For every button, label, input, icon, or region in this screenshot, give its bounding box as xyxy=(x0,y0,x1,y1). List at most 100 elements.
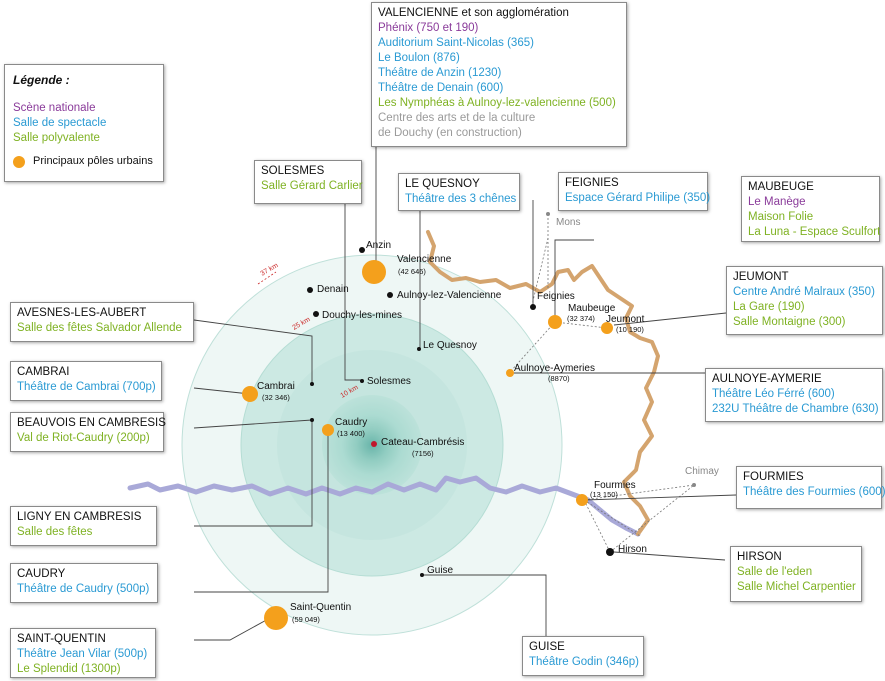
label-hirson: Hirson xyxy=(618,544,647,555)
urban-poles xyxy=(242,260,613,630)
box-title: CAMBRAI xyxy=(17,366,70,378)
box-maubeuge: MAUBEUGE Le Manège Maison Folie La Luna … xyxy=(741,176,880,242)
pole-aulnoye xyxy=(506,369,514,377)
box-feignies: FEIGNIES Espace Gérard Philipe (350) xyxy=(558,172,711,211)
label-maubeuge: Maubeuge xyxy=(568,303,616,314)
venue-item: Salle Montaigne (300) xyxy=(733,316,846,328)
box-title: LE QUESNOY xyxy=(405,178,480,190)
pole-cambrai xyxy=(242,386,258,402)
venue-item: Phénix (750 et 190) xyxy=(378,22,479,34)
box-cambrai: CAMBRAI Théâtre de Cambrai (700p) xyxy=(10,361,162,401)
pole-caudry xyxy=(322,424,334,436)
venue-item: de Douchy (en construction) xyxy=(378,127,522,139)
venue-item: Maison Folie xyxy=(748,211,814,223)
legend-salle-polyvalente: Salle polyvalente xyxy=(13,132,100,144)
label-aulnoy: Aulnoy-lez-Valencienne xyxy=(397,290,502,301)
label-cateau-pop: (7156) xyxy=(412,449,434,458)
label-fourmies: Fourmies xyxy=(594,480,636,491)
venue-item: Théâtre Godin (346p) xyxy=(529,656,639,668)
venue-item: Le Manège xyxy=(748,196,806,208)
venue-item: Auditorium Saint-Nicolas (365) xyxy=(378,37,534,49)
venue-item: Salle Michel Carpentier xyxy=(737,581,856,593)
venue-item: Le Boulon (876) xyxy=(378,52,460,64)
box-guise: GUISE Théâtre Godin (346p) xyxy=(522,636,644,676)
label-feignies: Feignies xyxy=(537,291,575,302)
pole-valencienne xyxy=(362,260,386,284)
venue-item: La Gare (190) xyxy=(733,301,805,313)
box-title: FOURMIES xyxy=(743,471,804,483)
box-title: FEIGNIES xyxy=(565,177,619,189)
dot-hirson xyxy=(606,548,614,556)
venue-item: La Luna - Espace Sculfort xyxy=(748,226,881,238)
label-cateau: Cateau-Cambrésis xyxy=(381,437,464,448)
venue-item: Espace Gérard Philipe (350) xyxy=(565,192,711,204)
label-douchy: Douchy-les-mines xyxy=(322,310,402,321)
pole-maubeuge xyxy=(548,315,562,329)
venue-item: Théâtre de Caudry (500p) xyxy=(17,583,150,595)
box-ligny: LIGNY EN CAMBRESIS Salle des fêtes xyxy=(10,506,157,546)
legend-pole-urbain: Principaux pôles urbains xyxy=(33,155,153,167)
box-title: HIRSON xyxy=(737,551,782,563)
legend-scene-nationale: Scène nationale xyxy=(13,102,96,114)
box-title: SAINT-QUENTIN xyxy=(17,633,106,645)
box-title: VALENCIENNE et son agglomération xyxy=(378,7,569,19)
label-mons: Mons xyxy=(556,217,580,228)
venue-item: Théâtre de Anzin (1230) xyxy=(378,67,502,79)
label-valencienne: Valencienne xyxy=(397,254,452,265)
distance-label-37: 37 km xyxy=(260,262,280,278)
venue-item: Théâtre Jean Vilar (500p) xyxy=(17,648,148,660)
dot-feignies xyxy=(530,304,536,310)
label-fourmies-pop: (13 150) xyxy=(590,490,618,499)
dot-solesmes xyxy=(360,379,364,383)
venue-item: Salle de l'eden xyxy=(737,566,813,578)
dot-douchy xyxy=(313,311,319,317)
label-guise: Guise xyxy=(427,565,454,576)
dot-lequesnoy xyxy=(417,347,421,351)
label-chimay: Chimay xyxy=(685,466,719,477)
box-title: CAUDRY xyxy=(17,568,66,580)
label-caudry: Caudry xyxy=(335,417,367,428)
pole-saintquentin xyxy=(264,606,288,630)
label-caudry-pop: (13 400) xyxy=(337,429,365,438)
river-line xyxy=(127,475,641,537)
venue-item: Le Splendid (1300p) xyxy=(17,663,121,675)
label-solesmes: Solesmes xyxy=(367,376,411,387)
box-solesmes: SOLESMES Salle Gérard Carlier xyxy=(254,160,363,204)
box-title: LIGNY EN CAMBRESIS xyxy=(17,511,142,523)
box-beauvois: BEAUVOIS EN CAMBRESIS Val de Riot-Caudry… xyxy=(10,412,166,452)
label-aulnoye: Aulnoye-Aymeries xyxy=(514,363,595,374)
venue-item: Théâtre de Denain (600) xyxy=(378,82,504,94)
border-line xyxy=(426,230,660,536)
label-aulnoye-pop: (8870) xyxy=(548,374,570,383)
legend-pole-icon xyxy=(13,155,25,168)
dot-mons xyxy=(546,212,550,216)
dot-denain xyxy=(307,287,313,293)
legend-box: Légende : Scène nationale Salle de spect… xyxy=(4,64,164,182)
dot-cambrai-ref xyxy=(310,382,314,386)
dot-cateau xyxy=(371,441,377,447)
box-title: BEAUVOIS EN CAMBRESIS xyxy=(17,417,166,429)
venue-item: Théâtre des Fourmies (600) xyxy=(743,486,885,498)
venue-item: Salle des fêtes Salvador Allende xyxy=(17,322,182,334)
box-valenciennes: VALENCIENNE et son agglomération Phénix … xyxy=(371,2,627,147)
dot-guise xyxy=(420,573,424,577)
pole-fourmies xyxy=(576,494,588,506)
venue-item: Les Nymphéas à Aulnoy-lez-valencienne (5… xyxy=(378,97,616,109)
venue-item: Théâtre Léo Férré (600) xyxy=(712,388,835,400)
box-jeumont: JEUMONT Centre André Malraux (350) La Ga… xyxy=(726,266,883,335)
box-caudry: CAUDRY Théâtre de Caudry (500p) xyxy=(10,563,158,603)
venue-item: Théâtre de Cambrai (700p) xyxy=(17,381,156,393)
label-denain: Denain xyxy=(317,284,349,295)
box-title: MAUBEUGE xyxy=(748,181,814,193)
dashed-connectors xyxy=(509,218,695,553)
dot-aulnoy xyxy=(387,292,393,298)
venue-item: 232U Théâtre de Chambre (630) xyxy=(712,403,879,415)
dot-anzin xyxy=(359,247,365,253)
venue-item: Val de Riot-Caudry (200p) xyxy=(17,432,150,444)
label-lequesnoy: Le Quesnoy xyxy=(423,340,477,351)
box-title: JEUMONT xyxy=(733,271,789,283)
label-cambrai-pop: (32 346) xyxy=(262,393,290,402)
pole-jeumont xyxy=(601,322,613,334)
box-title: GUISE xyxy=(529,641,565,653)
box-title: SOLESMES xyxy=(261,165,325,177)
